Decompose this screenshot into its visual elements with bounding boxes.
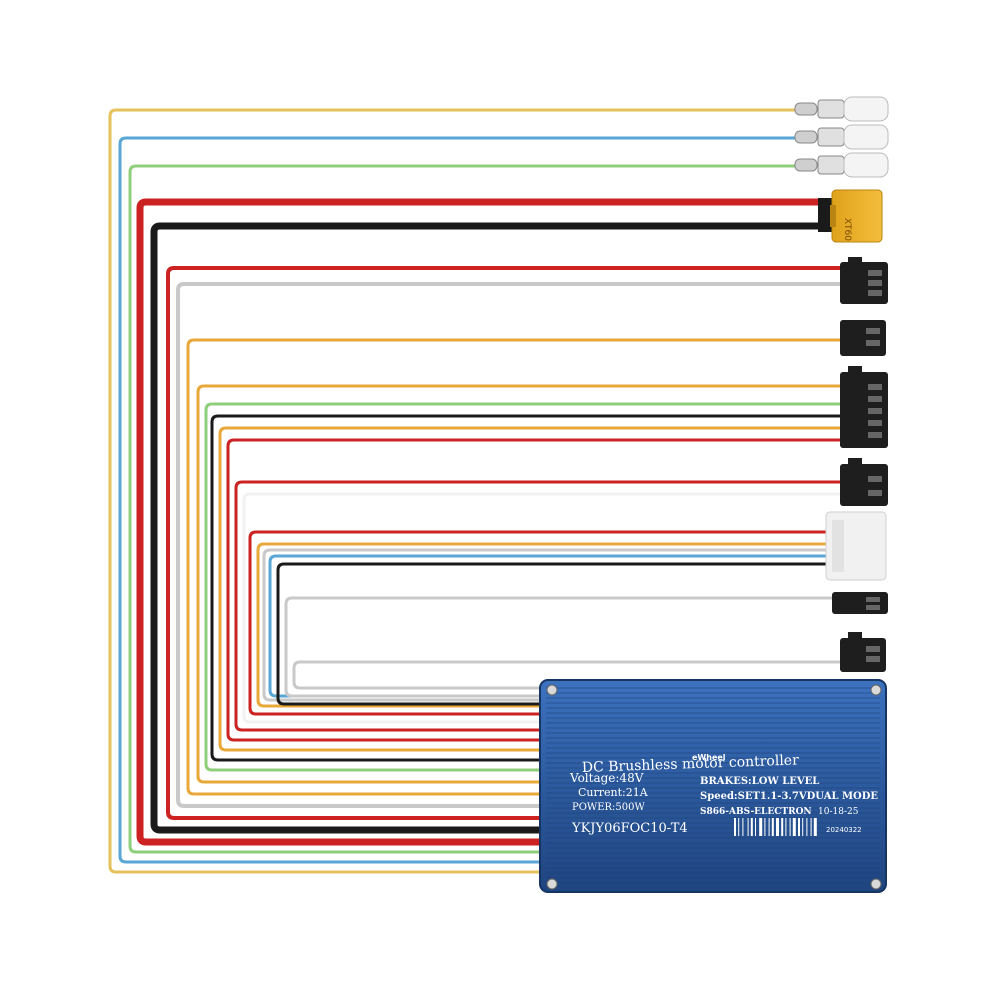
xt60-label: XT60 <box>842 218 852 241</box>
jst-connectors <box>825 257 888 672</box>
brand-logo: eWheel <box>692 753 726 762</box>
wire-17 <box>262 548 828 702</box>
wire-19 <box>276 562 828 706</box>
barcode-bar <box>781 818 784 836</box>
connector-5pin-black <box>840 366 888 448</box>
xt60-connector: XT60 <box>818 189 883 243</box>
bullet-connector-blue <box>794 124 889 150</box>
wire-7 <box>186 338 842 796</box>
connector-3pin-black <box>840 257 888 304</box>
brakes-label: BRAKES:LOW LEVEL <box>700 776 819 787</box>
connector-white-hall <box>825 511 887 581</box>
wire-5 <box>166 266 842 820</box>
wire-3 <box>136 198 820 846</box>
bullet-connector-green <box>794 152 889 178</box>
barcode-bar <box>802 818 804 836</box>
wire-21 <box>292 660 842 690</box>
wire-9 <box>204 402 842 772</box>
barcode-bar <box>813 818 817 836</box>
barcode-bar <box>792 818 796 836</box>
wire-16 <box>256 542 828 708</box>
wire-10 <box>210 414 842 762</box>
wire-2 <box>128 164 795 854</box>
wire-6 <box>176 282 842 808</box>
controller-title: DC Brushless motor controller <box>582 752 800 776</box>
barcode-bar <box>798 818 800 836</box>
serial-suffix: 10-18-25 <box>818 807 859 817</box>
heatsink-fins <box>546 687 880 884</box>
barcode-bar <box>734 818 736 836</box>
wire-20 <box>284 596 832 698</box>
barcode-bar <box>776 818 779 836</box>
wire-18 <box>268 554 828 698</box>
connector-2pin-black-a <box>840 320 886 356</box>
model-label: YKJY06FOC10-T4 <box>571 821 688 836</box>
barcode-bar <box>771 818 774 836</box>
wire-13 <box>234 480 842 732</box>
connector-2pin-black-c <box>840 632 886 672</box>
wire-0 <box>108 108 795 874</box>
barcode-bar <box>768 818 770 836</box>
connector-2pin-black-b <box>840 458 888 506</box>
bullet-connectors <box>794 96 889 178</box>
power-label: POWER:500W <box>572 802 645 813</box>
barcode-bar <box>789 818 791 836</box>
wire-4 <box>150 222 820 834</box>
bullet-connector-yellow <box>794 96 889 122</box>
wire-bundle <box>108 108 842 874</box>
barcode-bar <box>810 818 812 836</box>
barcode-bar <box>806 818 808 836</box>
connector-2pin-black-small <box>832 592 888 614</box>
wire-11 <box>218 426 842 752</box>
barcode-bar <box>764 818 766 836</box>
speed-label: Speed:SET1.1-3.7VDUAL MODE <box>700 791 878 802</box>
barcode <box>734 818 817 836</box>
wire-15 <box>248 530 828 716</box>
barcode-bar <box>759 818 763 836</box>
wire-12 <box>226 438 842 742</box>
voltage-label: Voltage:48V <box>569 771 644 785</box>
barcode-bar <box>755 818 756 836</box>
serial-label: S866-ABS-ELECTRON <box>700 807 812 817</box>
wire-14 <box>242 492 842 724</box>
barcode-bar <box>738 818 740 836</box>
wire-8 <box>196 384 842 784</box>
barcode-bar <box>747 818 749 836</box>
controller-box: eWheel DC Brushless motor controller Vol… <box>539 679 887 893</box>
barcode-bar <box>750 818 753 836</box>
date-code: 20240322 <box>826 826 862 834</box>
wire-1 <box>118 136 795 864</box>
current-label: Current:21A <box>578 786 649 799</box>
barcode-bar <box>742 818 744 836</box>
barcode-bar <box>785 818 787 836</box>
